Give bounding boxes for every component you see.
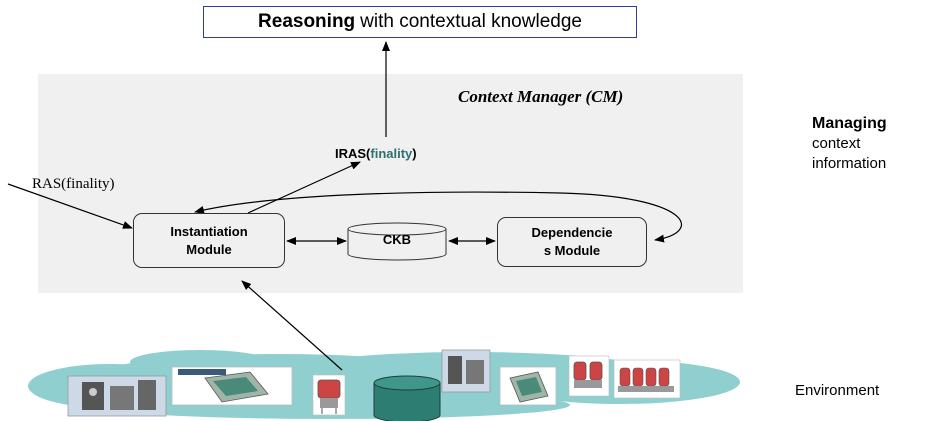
reasoning-box: Reasoning with contextual knowledge: [203, 6, 637, 38]
managing-context-label: Managing context information: [812, 114, 887, 174]
dependencies-module: Dependencie s Module: [497, 217, 647, 267]
iras-prefix: IRAS(: [335, 146, 371, 161]
managing-bold: Managing: [812, 115, 887, 132]
vacuum-tube-icon: [568, 355, 610, 397]
managing-line3: information: [812, 155, 887, 172]
feedback-loop-arrow: [194, 191, 683, 243]
reasoning-rest-text: with contextual knowledge: [360, 11, 582, 32]
iras-finality: finality: [370, 146, 413, 161]
instantiation-to-iras-arrow: [247, 161, 361, 214]
ras-label: RAS(finality): [32, 176, 115, 192]
vacuum-tube-icon: [312, 374, 346, 416]
printer-icon: [441, 349, 491, 393]
ras-input-arrow: [7, 183, 133, 229]
pda-icon: [171, 366, 293, 406]
instantiation-line1: Instantiation: [170, 223, 248, 239]
dependencies-line2: s Module: [543, 243, 601, 258]
instantiation-line2: Module: [186, 241, 232, 257]
environment-database-icon: [373, 375, 441, 421]
environment-label: Environment: [795, 382, 880, 399]
reasoning-bold-text: Reasoning: [258, 11, 356, 32]
iras-suffix: ): [412, 146, 417, 161]
ckb-cylinder: [347, 222, 447, 261]
managing-line2: context: [812, 135, 861, 152]
printer-icon: [67, 375, 167, 417]
env-to-instantiation-arrow: [241, 280, 343, 371]
iras-label: IRAS(finality): [335, 146, 417, 161]
ckb-label: CKB: [382, 232, 412, 247]
pda-icon: [499, 366, 557, 406]
context-manager-title: Context Manager (CM): [458, 87, 624, 106]
instantiation-module: Instantiation Module: [133, 213, 285, 268]
dependencies-line1: Dependencie: [531, 225, 613, 240]
server-rack-icon: [613, 359, 681, 399]
